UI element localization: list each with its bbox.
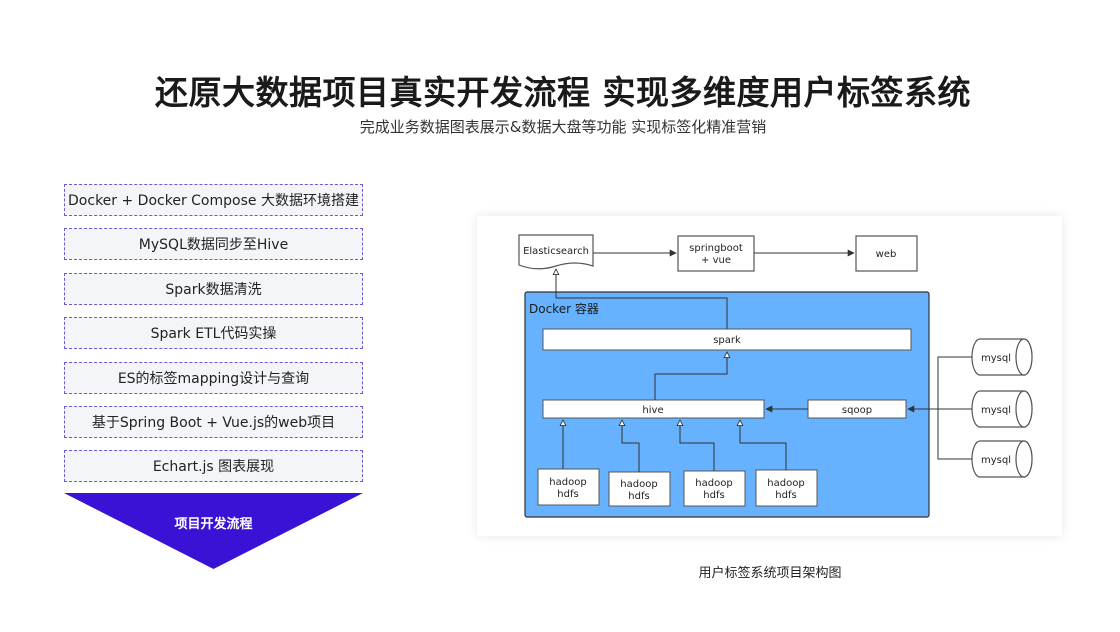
hadoop-label-line1: hadoop [549, 477, 586, 488]
hadoop-label-line2: hdfs [628, 491, 649, 502]
hadoop-label-line2: hdfs [775, 490, 796, 501]
step-spark-etl: Spark ETL代码实操 [64, 317, 363, 350]
hadoop-label-line1: hadoop [695, 478, 732, 489]
docker-label: Docker 容器 [529, 301, 599, 316]
hadoop-label-line1: hadoop [620, 479, 657, 490]
elasticsearch-node: Elasticsearch [518, 234, 594, 270]
step-echarts: Echart.js 图表展现 [64, 450, 363, 483]
elasticsearch-label: Elasticsearch [523, 246, 589, 257]
hadoop-label-line2: hdfs [557, 489, 578, 500]
step-springboot-vue: 基于Spring Boot + Vue.js的web项目 [64, 405, 363, 438]
process-funnel: 项目开发流程 [64, 493, 363, 569]
hadoop-node-4: hadoop hdfs [755, 469, 818, 507]
web-node: web [855, 235, 918, 272]
hive-node: hive [542, 399, 765, 419]
page-title: 还原大数据项目真实开发流程 实现多维度用户标签系统 [155, 73, 971, 112]
mysql-db-2: mysql [971, 390, 1033, 428]
sqoop-node: sqoop [807, 399, 907, 419]
arrow-hadoop2-to-hive [622, 420, 640, 472]
step-spark-cleaning: Spark数据清洗 [64, 272, 363, 305]
step-list: Docker + Docker Compose 大数据环境搭建 MySQL数据同… [64, 184, 363, 495]
hadoop-node-1: hadoop hdfs [537, 468, 600, 506]
hadoop-label-line2: hdfs [703, 490, 724, 501]
spark-node: spark [542, 328, 912, 351]
architecture-diagram: Elasticsearch springboot + vue web Docke… [477, 216, 1062, 536]
mysql-db-3: mysql [971, 440, 1033, 478]
funnel-triangle [64, 493, 363, 569]
funnel-label: 项目开发流程 [174, 517, 253, 532]
hadoop-node-3: hadoop hdfs [683, 470, 746, 507]
step-es-mapping: ES的标签mapping设计与查询 [64, 361, 363, 394]
arrow-spark-to-es [556, 269, 728, 329]
spark-label: spark [713, 335, 741, 346]
mysql-label: mysql [981, 405, 1011, 416]
mysql-db-1: mysql [971, 338, 1033, 376]
arrow-hive-to-spark [654, 352, 727, 400]
springboot-node: springboot + vue [677, 235, 755, 272]
hadoop-label-line1: hadoop [767, 478, 804, 489]
sqoop-label: sqoop [842, 405, 872, 416]
diagram-caption: 用户标签系统项目架构图 [698, 566, 842, 581]
mysql-label: mysql [981, 353, 1011, 364]
arrow-mysql3-to-sqoop [937, 409, 972, 460]
step-mysql-to-hive: MySQL数据同步至Hive [64, 228, 363, 261]
arrow-hadoop4-to-hive [740, 420, 787, 470]
hive-label: hive [642, 405, 663, 416]
arrow-hadoop3-to-hive [680, 420, 715, 471]
page-subtitle: 完成业务数据图表展示&数据大盘等功能 实现标签化精准营销 [359, 118, 767, 136]
springboot-label-line2: + vue [701, 255, 731, 266]
mysql-label: mysql [981, 455, 1011, 466]
step-docker-setup: Docker + Docker Compose 大数据环境搭建 [64, 184, 363, 216]
springboot-label-line1: springboot [689, 243, 743, 254]
hadoop-node-2: hadoop hdfs [608, 471, 671, 507]
web-label: web [876, 249, 897, 260]
